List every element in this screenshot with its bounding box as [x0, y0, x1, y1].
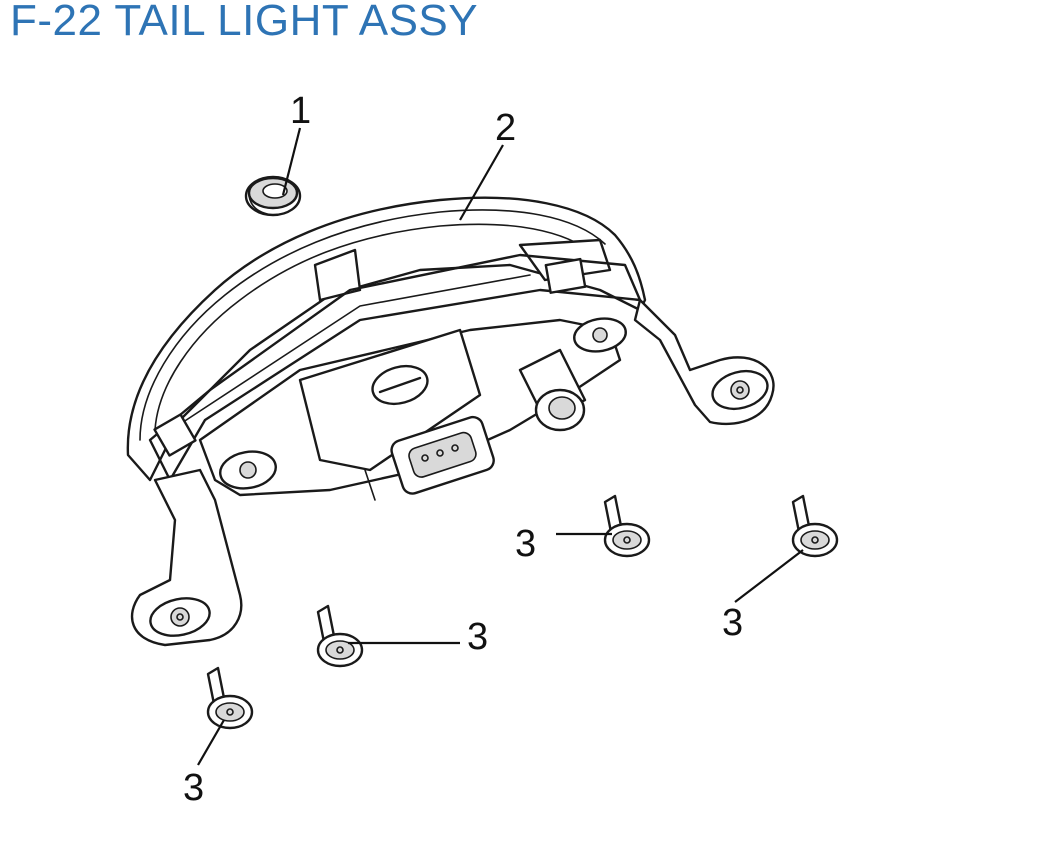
leader-line-2 [459, 144, 504, 221]
callout-3: 3 [515, 523, 536, 565]
callout-3: 3 [467, 616, 488, 658]
part-3-screw [316, 604, 364, 668]
leader-line-3b [734, 549, 804, 603]
callout-3: 3 [183, 767, 204, 809]
callout-1: 1 [290, 90, 311, 132]
part-3-screw [206, 666, 254, 730]
leader-line-1 [281, 127, 302, 196]
part-2-tail-light-housing [126, 196, 775, 647]
diagram-title: F-22 TAIL LIGHT ASSY [10, 0, 479, 45]
part-3-screw [791, 494, 839, 558]
callout-3: 3 [722, 602, 743, 644]
part-3-screw [603, 494, 651, 558]
part-1-grommet [244, 175, 302, 217]
leader-line-3d [197, 719, 225, 766]
callout-2: 2 [495, 107, 516, 149]
